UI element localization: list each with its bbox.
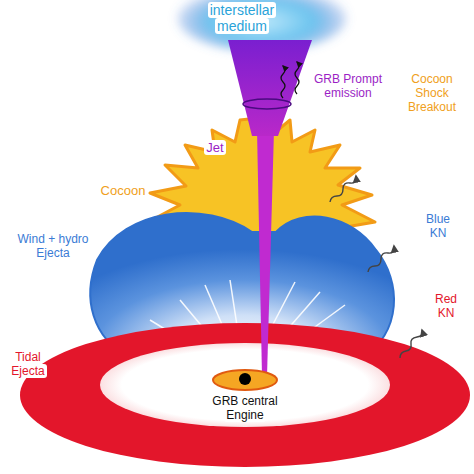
torus-hole — [100, 343, 390, 427]
label-box: Cocoon Shock Breakout — [396, 72, 468, 114]
jet-ring — [243, 99, 291, 109]
jet-beam — [257, 130, 274, 376]
label: Red KN — [433, 292, 459, 320]
label: GRB central Engine — [210, 394, 279, 422]
label-box: Red KN — [428, 292, 464, 320]
label: Tidal Ejecta — [9, 350, 46, 378]
label: Blue KN — [424, 212, 452, 240]
accretion-disk — [213, 370, 277, 390]
label: Jet — [204, 140, 225, 155]
prompt-photon — [295, 62, 299, 94]
label: GRB Prompt emission — [312, 72, 384, 100]
tidal-ejecta-torus — [20, 323, 470, 467]
breakout-photon — [330, 176, 356, 202]
label-box: GRB central Engine — [200, 394, 290, 422]
label-box: Tidal Ejecta — [2, 350, 54, 378]
label-box: interstellar medium — [192, 2, 292, 34]
jet-funnel — [228, 40, 312, 136]
label: interstellar medium — [208, 2, 277, 34]
prompt-photon — [281, 66, 285, 98]
red-kn-photon — [400, 330, 422, 358]
label: Cocoon Shock Breakout — [406, 72, 458, 114]
black-hole — [239, 373, 251, 385]
label: Cocoon — [99, 183, 148, 198]
label-box: Jet — [200, 140, 230, 155]
label-box: GRB Prompt emission — [302, 72, 394, 100]
label-box: Wind + hydro Ejecta — [8, 232, 98, 260]
label-box: Cocoon — [98, 183, 148, 198]
blue-kn-photon — [368, 246, 394, 272]
label-box: Blue KN — [420, 212, 456, 240]
label: Wind + hydro Ejecta — [15, 232, 90, 260]
